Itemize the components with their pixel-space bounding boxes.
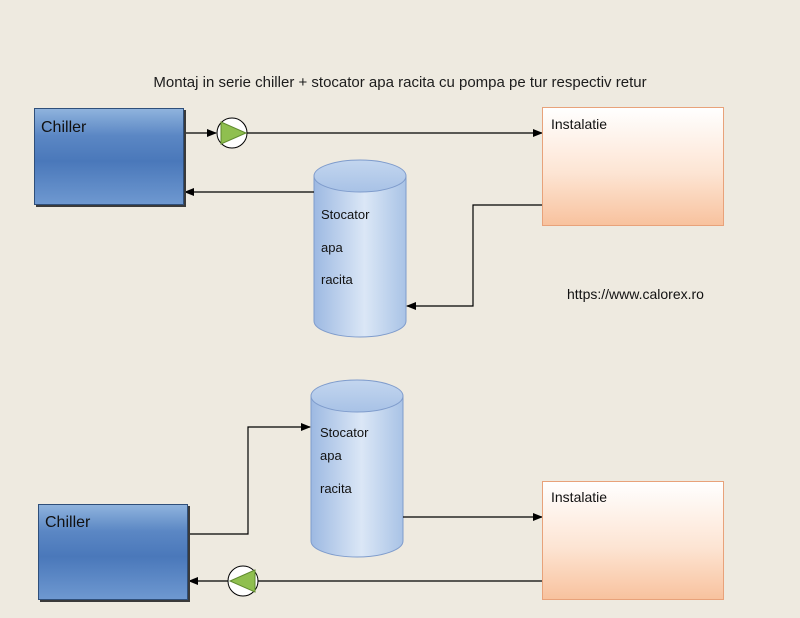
bottom-chiller-box: Chiller <box>38 504 188 600</box>
top-tank-label-line3: racita <box>321 272 353 287</box>
diagram-title: Montaj in serie chiller + stocator apa r… <box>153 74 647 91</box>
bottom-installation-label: Instalatie <box>551 489 608 505</box>
top-chiller-box: Chiller <box>34 108 184 205</box>
top-installation-box: Instalatie <box>542 107 724 226</box>
top-tank-label-line1: Stocator <box>321 207 370 222</box>
top-storage-tank <box>313 159 407 338</box>
bottom-chiller-label: Chiller <box>45 514 91 531</box>
bottom-chiller-to-tank-pipe <box>188 423 311 535</box>
top-installation-label: Instalatie <box>551 116 608 132</box>
top-return-pipe <box>406 204 542 310</box>
bottom-pump-icon <box>227 565 259 597</box>
bottom-installation-box: Instalatie <box>542 481 724 600</box>
top-tank-label-line2: apa <box>321 240 343 255</box>
bottom-tank-label-line3: racita <box>320 481 352 496</box>
bottom-storage-tank <box>310 379 404 558</box>
top-chiller-label: Chiller <box>41 119 87 136</box>
bottom-tank-label-line2: apa <box>320 448 342 463</box>
website-url: https://www.calorex.ro <box>567 286 704 302</box>
top-pump-icon <box>216 117 248 149</box>
bottom-tank-label-line1: Stocator <box>320 425 369 440</box>
